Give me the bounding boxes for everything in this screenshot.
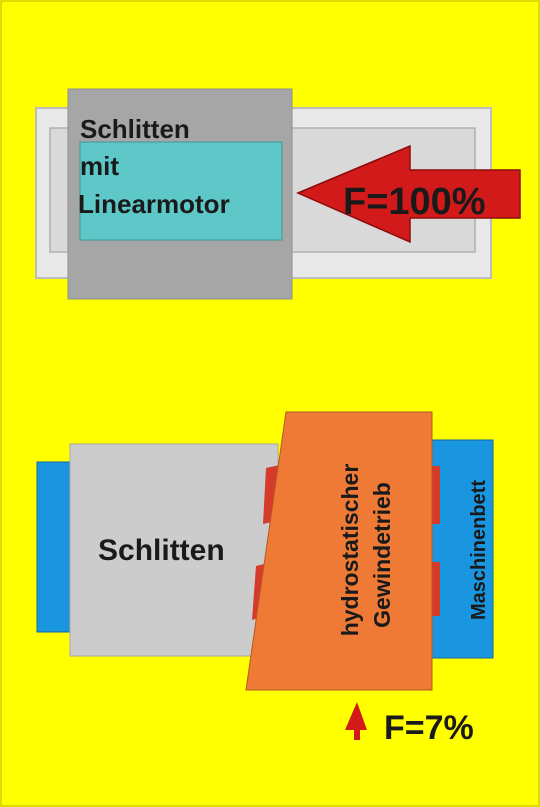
top-carriage-label-line2: mit — [80, 151, 119, 181]
linear-motor-block — [79, 141, 283, 241]
bottom-carriage — [69, 443, 279, 657]
force-arrow-7 — [345, 702, 367, 740]
left-blue-rail — [36, 461, 74, 633]
hydrostatic-drive — [245, 411, 433, 691]
force-arrow-100 — [296, 144, 521, 244]
bottom-carriage-label: Schlitten — [98, 534, 225, 567]
bottom-force-label: F=7% — [384, 709, 474, 747]
machine-bed-label: Maschinenbett — [468, 480, 490, 620]
top-force-label: F=100% — [343, 181, 486, 223]
top-carriage-label-line3: Linearmotor — [78, 189, 230, 219]
top-diagram: Schlitten mit Linearmotor F=100% — [35, 88, 521, 300]
bottom-diagram: Schlitten hydrostatischer Gewindetrieb M… — [36, 411, 494, 747]
top-carriage-label-line1: Schlitten — [80, 114, 190, 144]
drive-label-line1: hydrostatischer — [337, 464, 363, 637]
drive-label-line2: Gewindetrieb — [369, 482, 395, 628]
